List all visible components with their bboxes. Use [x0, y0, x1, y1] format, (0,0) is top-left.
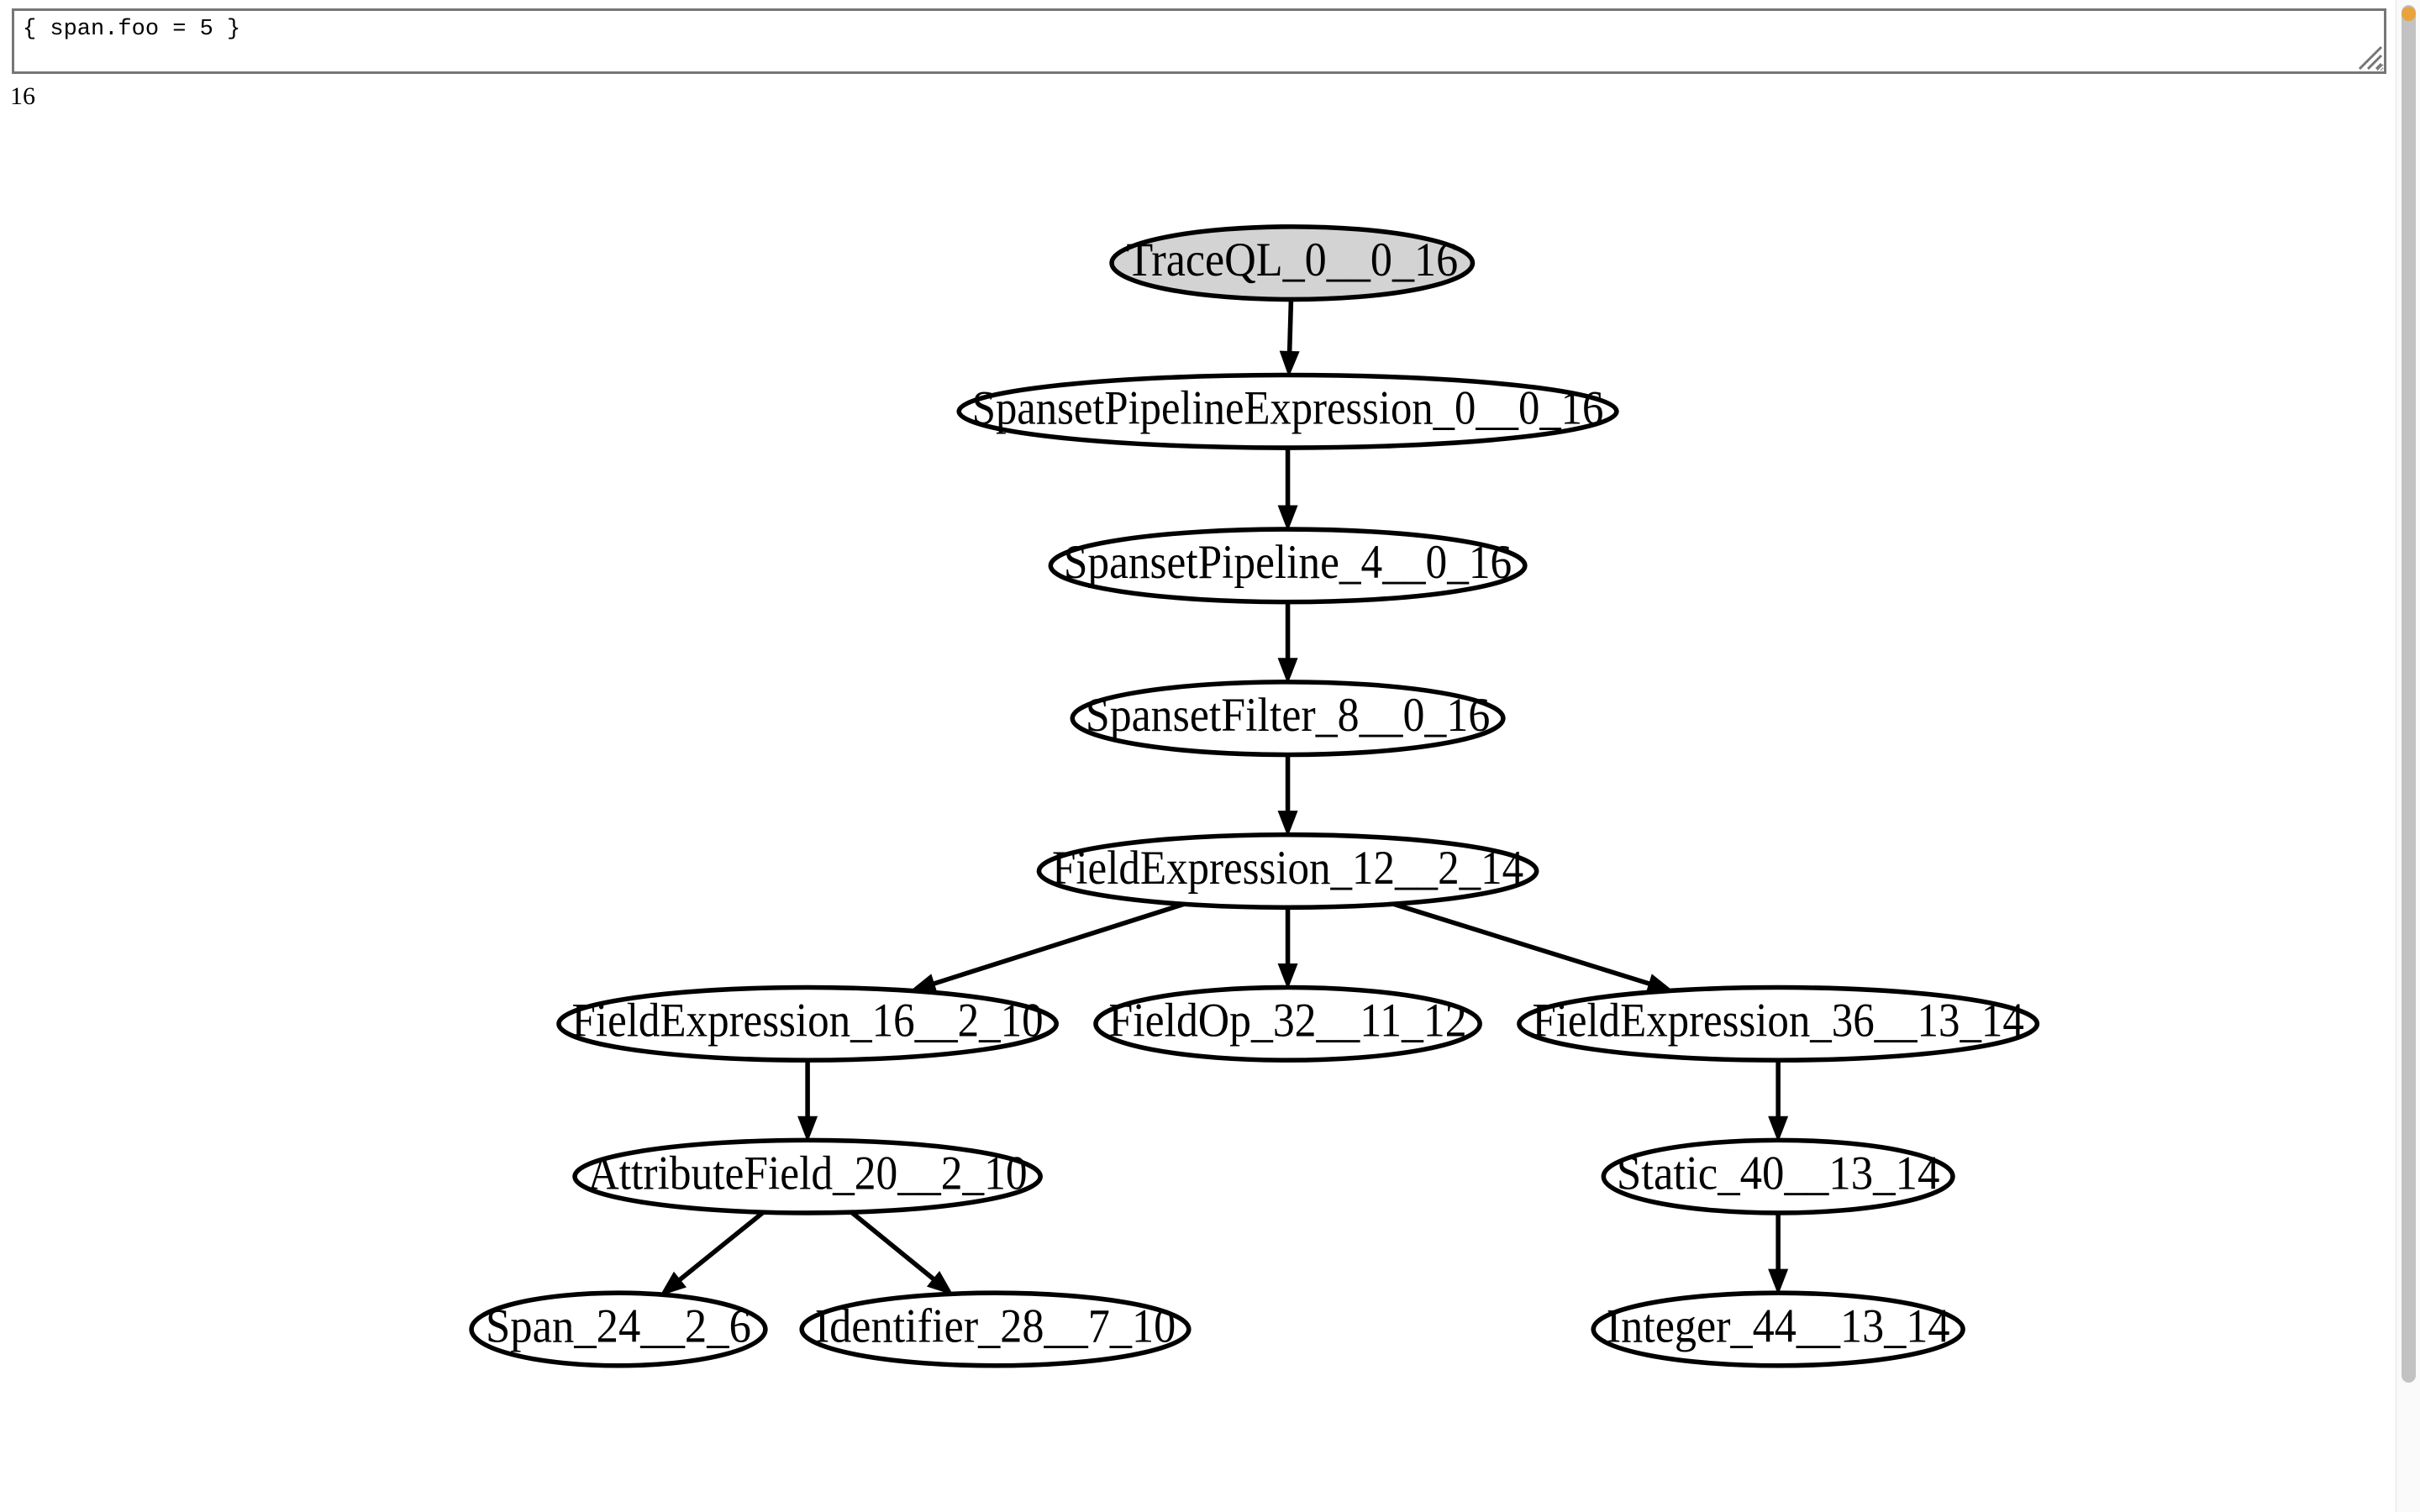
page-scrollbar-thumb[interactable]	[2402, 5, 2416, 1383]
graph-node-shape	[1591, 1290, 1965, 1368]
graph-node[interactable]: FieldExpression_36__13_14	[1517, 984, 2040, 1063]
graph-node-shape	[469, 1290, 768, 1368]
graph-node-shape	[572, 1137, 1043, 1215]
graph-node[interactable]: AttributeField_20__2_10	[572, 1137, 1043, 1215]
traceql-query-input[interactable]	[12, 8, 2386, 74]
graph-node[interactable]: FieldExpression_16__2_10	[556, 984, 1059, 1063]
graph-node[interactable]: FieldOp_32__11_12	[1093, 984, 1482, 1063]
graph-node[interactable]: SpansetFilter_8__0_16	[1070, 680, 1506, 758]
scroll-position-marker-icon	[2402, 7, 2416, 21]
graph-edge-arrowhead	[660, 1271, 687, 1296]
graph-node-label: SpansetPipelineExpression_0__0_16	[972, 382, 1604, 435]
graph-node-shape	[1517, 984, 2040, 1063]
ast-graph: TraceQL_0__0_16SpansetPipelineExpression…	[469, 224, 2040, 1368]
graph-node-shape	[1048, 527, 1528, 605]
graph-node-shape	[956, 372, 1619, 450]
graph-edge	[933, 901, 1185, 986]
graph-node[interactable]: SpansetPipelineExpression_0__0_16	[956, 372, 1619, 450]
graph-edge-arrowhead	[1277, 658, 1298, 685]
graph-node[interactable]: SpansetPipeline_4__0_16	[1048, 527, 1528, 605]
graph-node[interactable]: Span_24__2_6	[469, 1290, 768, 1368]
graph-edge-arrowhead	[1768, 1268, 1789, 1295]
graph-edge-arrowhead	[797, 1116, 818, 1142]
graph-edge	[678, 1210, 765, 1282]
graph-edge-arrowhead	[1277, 505, 1298, 532]
graph-node-shape	[1601, 1137, 1955, 1215]
graph-node-label: Identifier_28__7_10	[815, 1299, 1176, 1352]
graph-node-label: FieldOp_32__11_12	[1109, 995, 1467, 1047]
graph-node-label: FieldExpression_12__2_14	[1052, 842, 1523, 895]
graph-edge	[1392, 901, 1650, 986]
graph-node-shape	[1070, 680, 1506, 758]
graph-node-label: Static_40__13_14	[1617, 1147, 1939, 1200]
graph-node[interactable]: Identifier_28__7_10	[799, 1290, 1192, 1368]
graph-edge-arrowhead	[926, 1270, 954, 1295]
graph-edge-arrowhead	[1279, 350, 1300, 377]
graph-node[interactable]: FieldExpression_12__2_14	[1036, 832, 1539, 911]
graph-edge	[850, 1210, 935, 1281]
edge-layer	[660, 299, 1789, 1296]
graph-node[interactable]: TraceQL_0__0_16	[1109, 224, 1476, 302]
graph-node-label: Integer_44__13_14	[1607, 1299, 1950, 1352]
graph-node-label: SpansetPipeline_4__0_16	[1064, 536, 1512, 589]
graph-node-label: Span_24__2_6	[486, 1299, 751, 1352]
graph-edge-arrowhead	[1277, 811, 1298, 837]
graph-node-shape	[799, 1290, 1192, 1368]
query-length-readout: 16	[10, 82, 35, 110]
graph-node-shape-root	[1109, 224, 1476, 302]
graph-node-label: AttributeField_20__2_10	[588, 1147, 1028, 1200]
graph-node[interactable]: Integer_44__13_14	[1591, 1290, 1965, 1368]
graph-node-label: FieldExpression_16__2_10	[572, 995, 1044, 1047]
graph-edge	[1286, 299, 1294, 352]
graph-edge-arrowhead	[1768, 1116, 1789, 1142]
graph-node-shape	[556, 984, 1059, 1063]
graph-node-label: FieldExpression_36__13_14	[1532, 995, 2023, 1047]
graph-node-label: SpansetFilter_8__0_16	[1086, 689, 1490, 742]
graph-node-shape	[1093, 984, 1482, 1063]
page-scrollbar[interactable]	[2396, 0, 2420, 1512]
graph-node-shape	[1036, 832, 1539, 911]
graph-node[interactable]: Static_40__13_14	[1601, 1137, 1955, 1215]
graph-node-label: TraceQL_0__0_16	[1126, 234, 1458, 286]
graph-edge-arrowhead	[1277, 963, 1298, 990]
node-layer: TraceQL_0__0_16SpansetPipelineExpression…	[469, 224, 2040, 1368]
